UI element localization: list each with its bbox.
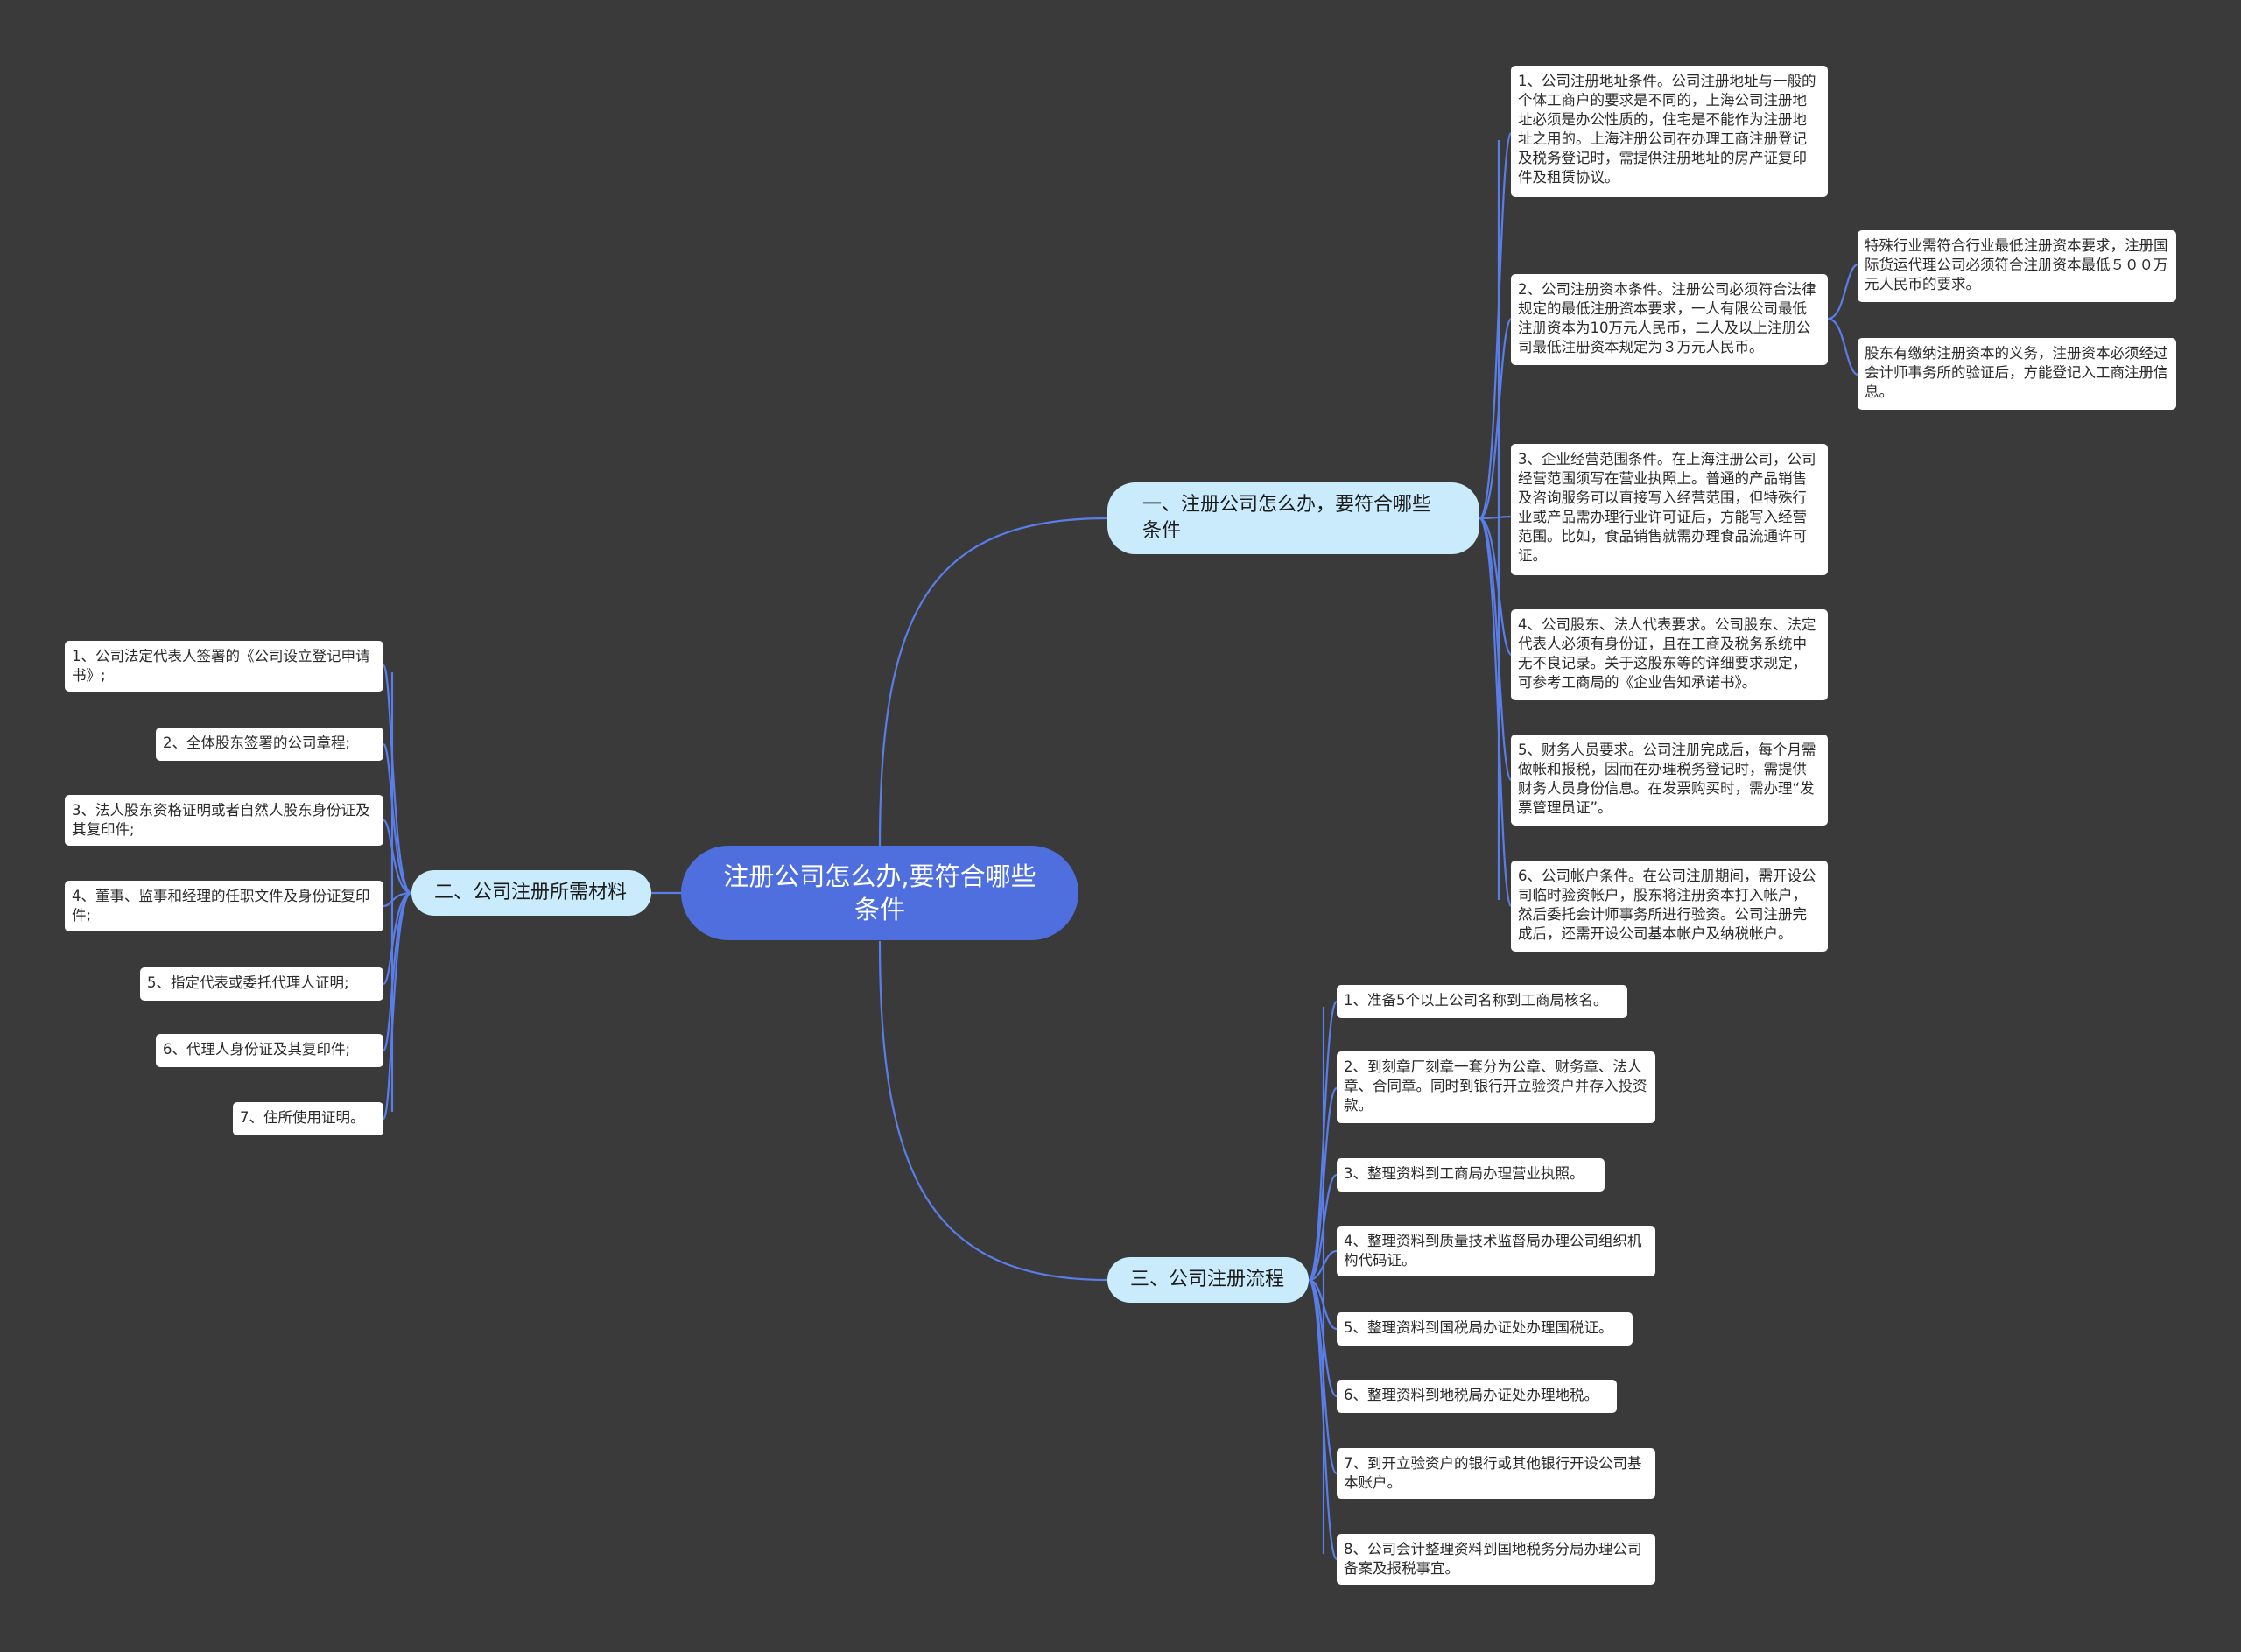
leaf-condition-5[interactable]: 5、财务人员要求。公司注册完成后，每个月需做帐和报税，因而在办理税务登记时，需提… [1511, 735, 1828, 826]
leaf-process-6[interactable]: 6、整理资料到地税局办证处办理地税。 [1337, 1380, 1617, 1413]
leaf-condition-2-sub-2[interactable]: 股东有缴纳注册资本的义务，注册资本必须经过会计师事务所的验证后，方能登记入工商注… [1858, 338, 2176, 410]
branch-process[interactable]: 三、公司注册流程 [1107, 1257, 1309, 1303]
leaf-process-3[interactable]: 3、整理资料到工商局办理营业执照。 [1337, 1158, 1605, 1192]
leaf-condition-2[interactable]: 2、公司注册资本条件。注册公司必须符合法律规定的最低注册资本要求，一人有限公司最… [1511, 274, 1828, 365]
leaf-process-5[interactable]: 5、整理资料到国税局办证处办理国税证。 [1337, 1312, 1633, 1346]
leaf-material-5[interactable]: 5、指定代表或委托代理人证明; [140, 967, 383, 1001]
branch-conditions[interactable]: 一、注册公司怎么办，要符合哪些条件 [1107, 482, 1479, 554]
leaf-material-3[interactable]: 3、法人股东资格证明或者自然人股东身份证及其复印件; [65, 795, 383, 846]
leaf-material-2[interactable]: 2、全体股东签署的公司章程; [156, 728, 383, 761]
leaf-process-1[interactable]: 1、准备5个以上公司名称到工商局核名。 [1337, 985, 1627, 1018]
leaf-condition-3[interactable]: 3、企业经营范围条件。在上海注册公司，公司经营范围须写在营业执照上。普通的产品销… [1511, 444, 1828, 575]
leaf-material-6[interactable]: 6、代理人身份证及其复印件; [156, 1034, 383, 1067]
leaf-process-4[interactable]: 4、整理资料到质量技术监督局办理公司组织机构代码证。 [1337, 1226, 1655, 1276]
leaf-condition-1[interactable]: 1、公司注册地址条件。公司注册地址与一般的个体工商户的要求是不同的，上海公司注册… [1511, 66, 1828, 197]
leaf-condition-4[interactable]: 4、公司股东、法人代表要求。公司股东、法定代表人必须有身份证，且在工商及税务系统… [1511, 609, 1828, 700]
leaf-process-7[interactable]: 7、到开立验资户的银行或其他银行开设公司基本账户。 [1337, 1448, 1655, 1499]
branch-materials[interactable]: 二、公司注册所需材料 [411, 870, 651, 916]
connector-root-b3 [878, 940, 1108, 1282]
leaf-material-1[interactable]: 1、公司法定代表人签署的《公司设立登记申请书》; [65, 641, 383, 692]
leaf-material-4[interactable]: 4、董事、监事和经理的任职文件及身份证复印件; [65, 881, 383, 931]
leaf-process-2[interactable]: 2、到刻章厂刻章一套分为公章、财务章、法人章、合同章。同时到银行开立验资户并存入… [1337, 1051, 1655, 1123]
leaf-process-8[interactable]: 8、公司会计整理资料到国地税务分局办理公司备案及报税事宜。 [1337, 1534, 1655, 1585]
leaf-condition-6[interactable]: 6、公司帐户条件。在公司注册期间，需开设公司临时验资帐户，股东将注册资本打入帐户… [1511, 861, 1828, 952]
leaf-condition-2-sub-1[interactable]: 特殊行业需符合行业最低注册资本要求，注册国际货运代理公司必须符合注册资本最低５０… [1858, 230, 2176, 302]
connector-root-b1 [878, 517, 1108, 848]
root-node[interactable]: 注册公司怎么办,要符合哪些条件 [681, 846, 1078, 940]
leaf-material-7[interactable]: 7、住所使用证明。 [233, 1102, 383, 1135]
